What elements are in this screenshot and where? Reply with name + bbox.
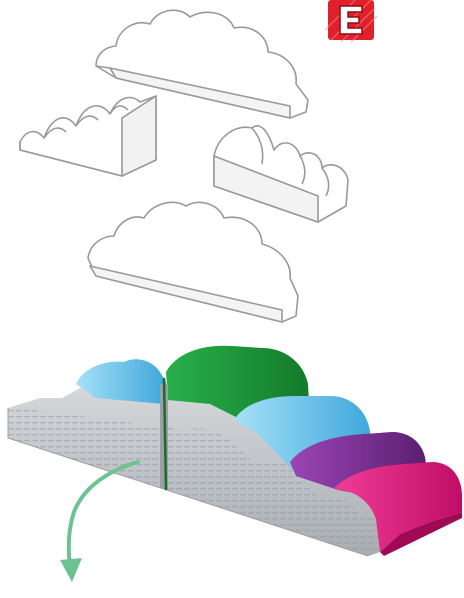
assembled-foam-set [8,346,462,556]
cloud-outline-bottom [88,202,298,322]
wave-block-left-outline [20,96,156,176]
letter-e-badge-icon [325,0,377,42]
curved-arrow-down-icon [60,462,138,582]
wave-block-right-outline [214,126,348,222]
